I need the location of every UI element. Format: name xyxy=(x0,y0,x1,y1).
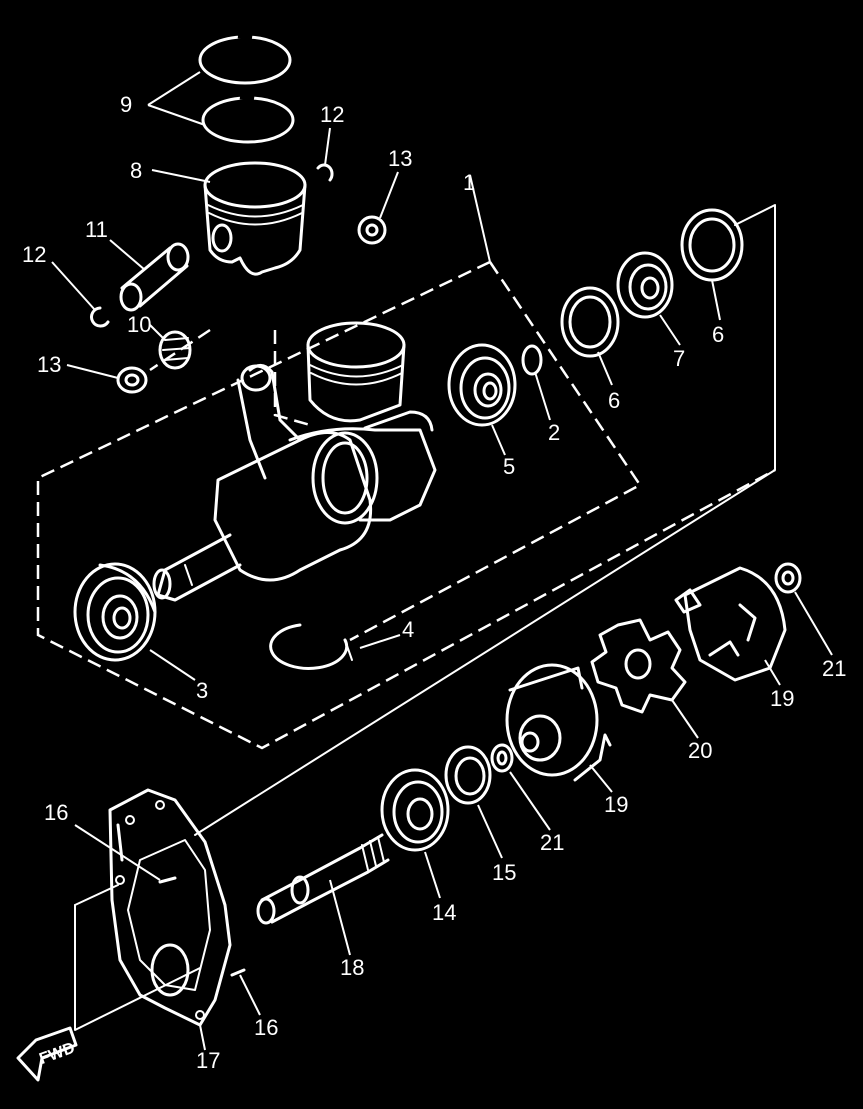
damper-20 xyxy=(590,618,687,714)
callout-14: 14 xyxy=(432,900,456,925)
crankshaft-assembly-outline xyxy=(36,260,776,750)
bearing-5 xyxy=(447,343,517,427)
drive-shaft-18 xyxy=(256,833,390,925)
callout-6b: 6 xyxy=(712,322,724,347)
callout-13a: 13 xyxy=(37,352,61,377)
bearing-7 xyxy=(616,251,674,319)
callout-20: 20 xyxy=(688,738,712,763)
callout-21b: 21 xyxy=(822,656,846,681)
callout-19b: 19 xyxy=(770,686,794,711)
piston xyxy=(203,161,307,276)
o-ring-2 xyxy=(521,344,543,376)
fwd-arrow-icon: FWD xyxy=(16,1026,78,1082)
callout-7: 7 xyxy=(673,346,685,371)
leader-lines xyxy=(51,71,833,1051)
bearing-14 xyxy=(380,768,450,852)
callout-10: 10 xyxy=(127,312,151,337)
circlips xyxy=(90,163,334,328)
callout-12b: 12 xyxy=(320,102,344,127)
coupling-19-lower xyxy=(505,663,612,782)
callout-1: 1 xyxy=(463,170,475,195)
callout-labels: 1 2 3 4 5 6 6 7 8 9 10 11 12 12 13 13 14… xyxy=(22,92,846,1073)
needle-bearing xyxy=(158,330,192,370)
callout-21a: 21 xyxy=(540,830,564,855)
oil-seal-15 xyxy=(444,745,492,805)
callout-2: 2 xyxy=(548,420,560,445)
callout-16a: 16 xyxy=(44,800,68,825)
callout-5: 5 xyxy=(503,454,515,479)
bearing-3 xyxy=(73,562,157,662)
coupling-19-upper xyxy=(674,566,787,682)
fwd-label: FWD xyxy=(37,1040,77,1068)
callout-19a: 19 xyxy=(604,792,628,817)
callout-16b: 16 xyxy=(254,1015,278,1040)
gasket-17 xyxy=(108,788,232,1027)
callout-6a: 6 xyxy=(608,388,620,413)
callout-13b: 13 xyxy=(388,146,412,171)
callout-18: 18 xyxy=(340,955,364,980)
thrust-washers xyxy=(116,215,387,394)
dowel-pins-16 xyxy=(158,876,246,977)
callout-4: 4 xyxy=(402,617,414,642)
piston-rings xyxy=(198,33,295,144)
callout-17: 17 xyxy=(196,1048,220,1073)
callout-8: 8 xyxy=(130,158,142,183)
callout-3: 3 xyxy=(196,678,208,703)
callout-11: 11 xyxy=(85,217,108,242)
piston-pin xyxy=(119,242,190,312)
circlip-4 xyxy=(269,623,353,670)
callout-12a: 12 xyxy=(22,242,46,267)
callout-15: 15 xyxy=(492,860,516,885)
callout-9: 9 xyxy=(120,92,132,117)
crankshaft xyxy=(152,321,437,602)
washers-21 xyxy=(490,562,802,773)
